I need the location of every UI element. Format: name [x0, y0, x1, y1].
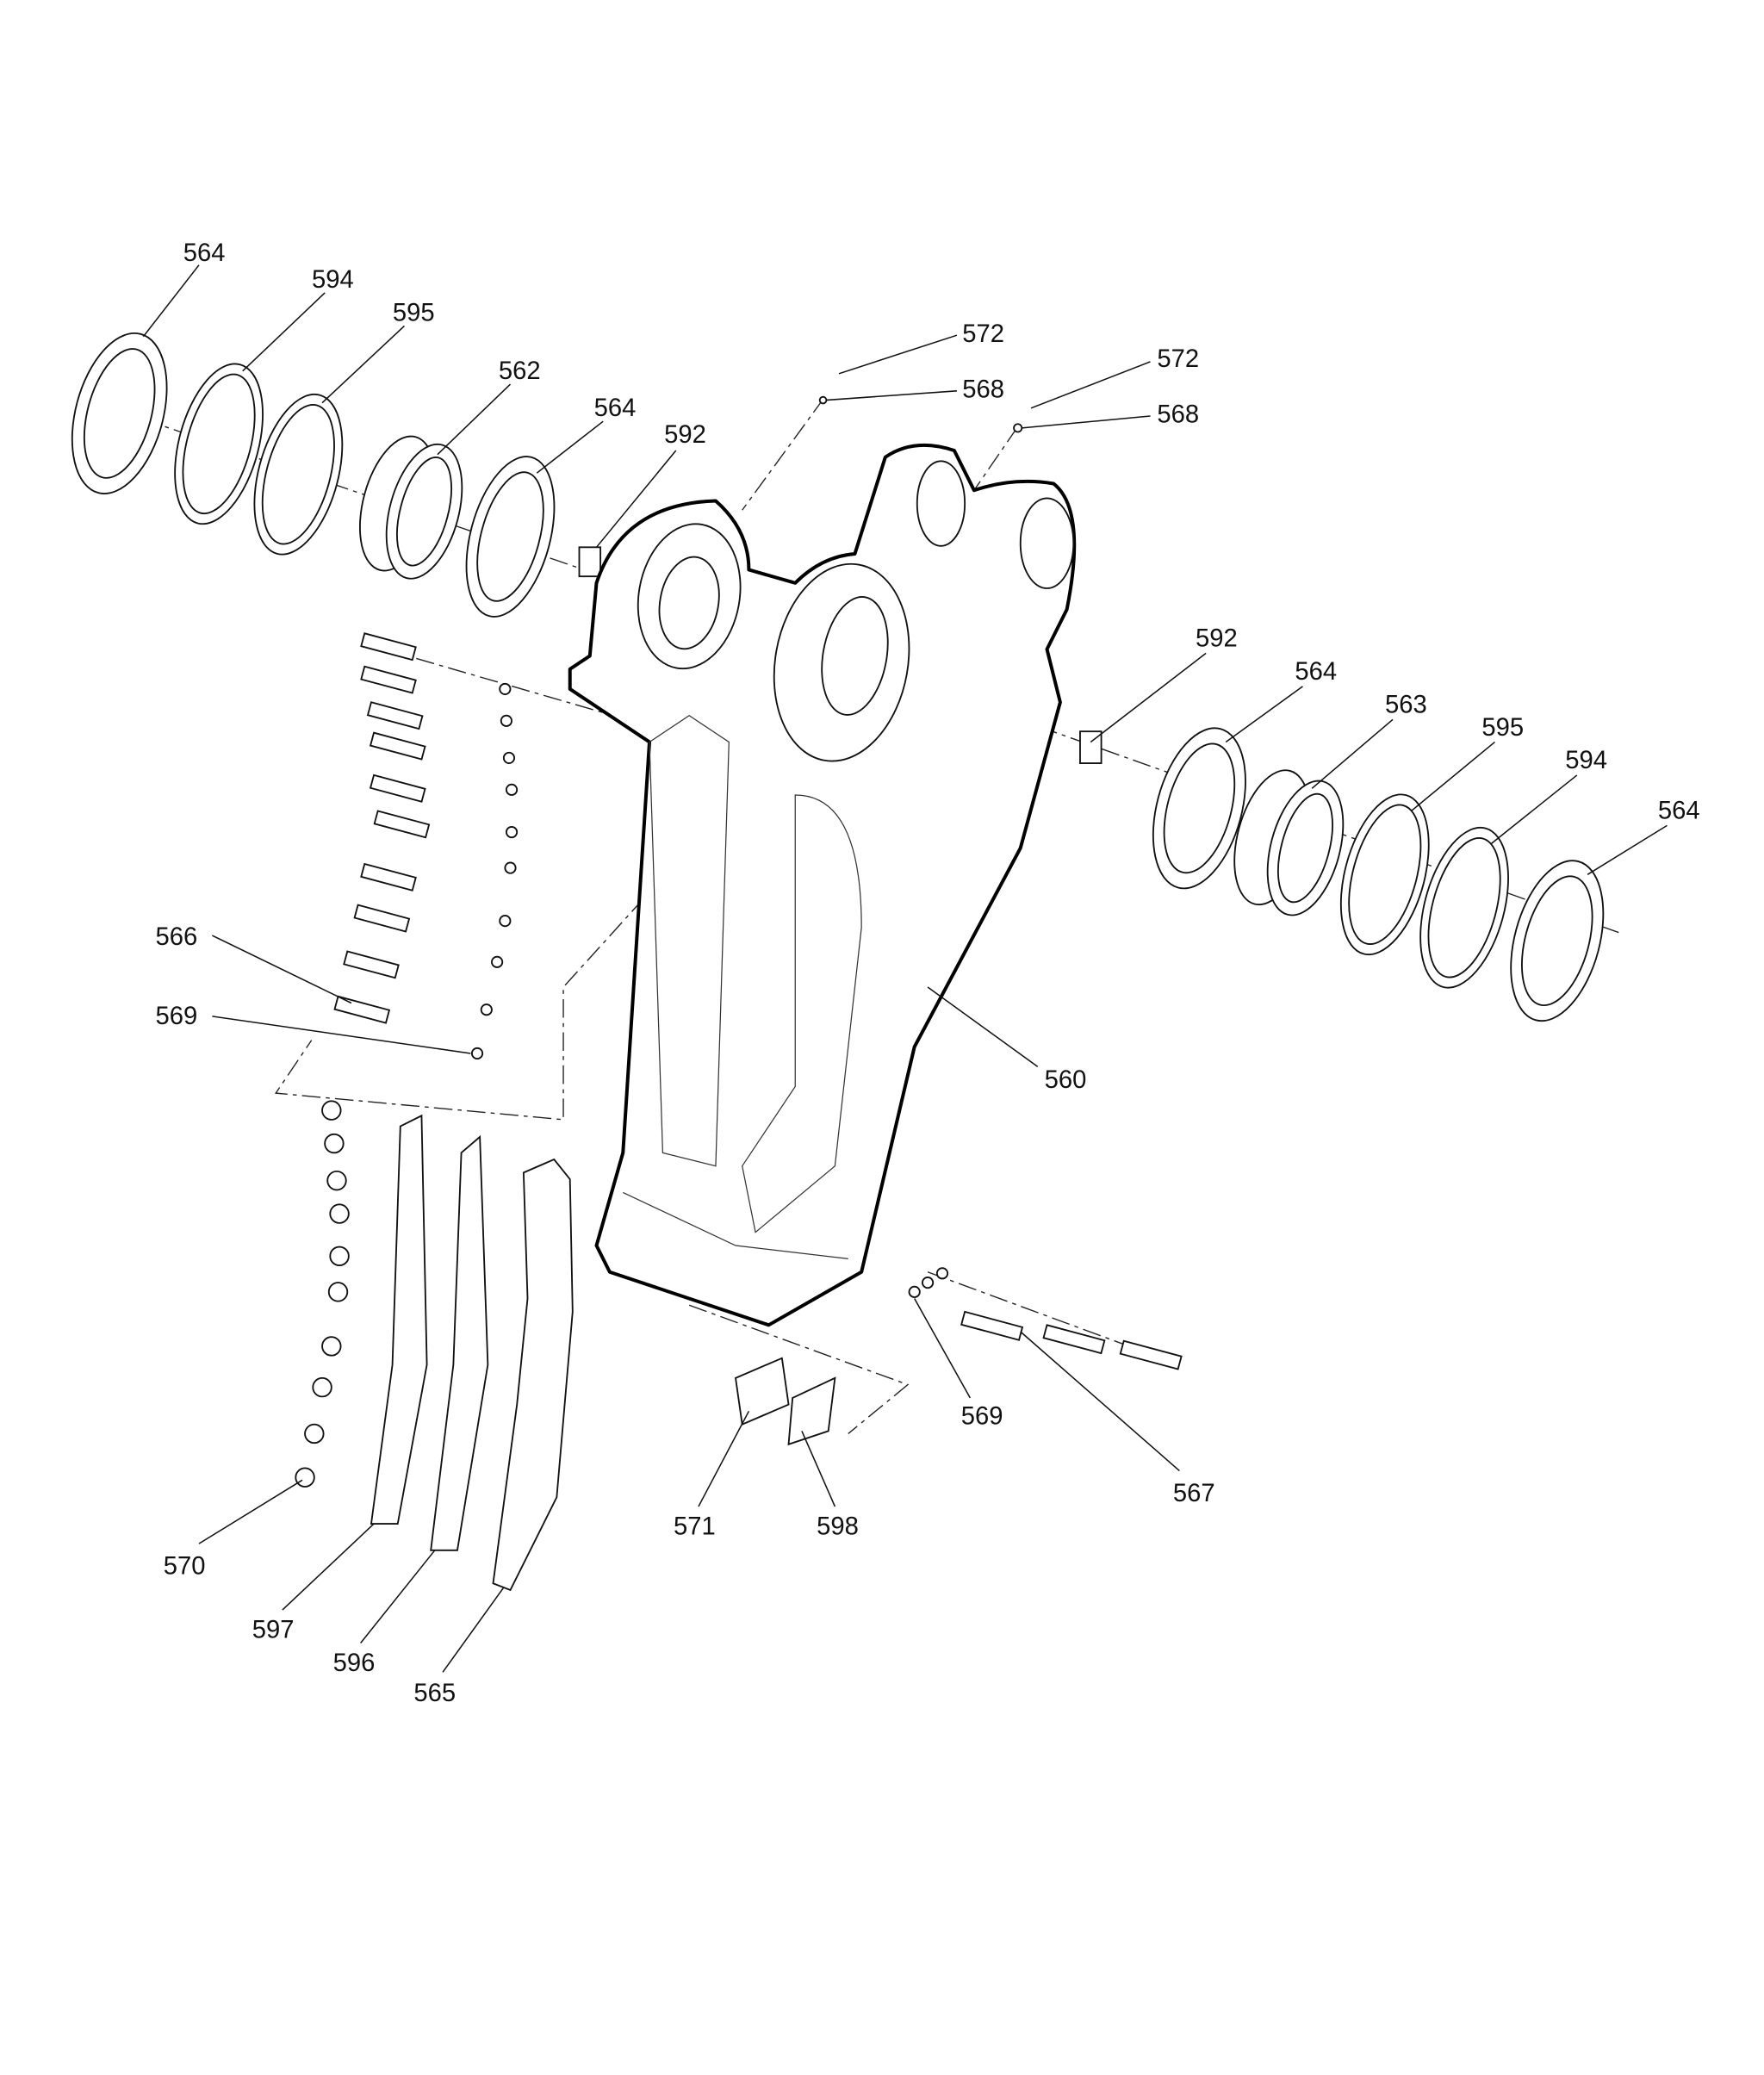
label-564: 564: [1658, 798, 1700, 825]
label-595: 595: [1481, 714, 1524, 742]
bolts-566-washers-569: [333, 632, 519, 1060]
label-562: 562: [499, 357, 541, 385]
label-592: 592: [664, 421, 706, 449]
label-592: 592: [1196, 625, 1238, 653]
label-572: 572: [962, 320, 1004, 348]
label-560: 560: [1045, 1066, 1087, 1094]
label-565: 565: [413, 1680, 456, 1707]
main-body-560: [568, 443, 1077, 1327]
label-569: 569: [961, 1403, 1003, 1431]
shim-598: [787, 1376, 836, 1446]
label-567: 567: [1173, 1480, 1215, 1507]
label-566: 566: [155, 923, 197, 951]
label-564: 564: [1295, 658, 1337, 686]
label-568: 568: [962, 376, 1004, 403]
plate-592-left: [578, 546, 602, 578]
wear-strips: [295, 1100, 574, 1592]
plate-571: [735, 1357, 790, 1426]
wear-plate-565: [492, 1158, 574, 1592]
bottom-parts: [735, 395, 1183, 1446]
nuts-570: [295, 1100, 350, 1488]
label-563: 563: [1385, 692, 1427, 719]
label-594: 594: [1565, 747, 1607, 774]
left-bearing-stack: [71, 332, 602, 618]
label-596: 596: [333, 1649, 376, 1677]
bolt-567: [960, 1310, 1024, 1341]
label-597: 597: [252, 1616, 295, 1643]
label-570: 570: [164, 1553, 206, 1581]
label-568: 568: [1157, 401, 1199, 429]
label-569: 569: [155, 1003, 197, 1030]
label-594: 594: [312, 266, 354, 294]
shim-597: [370, 1114, 428, 1525]
leader-lines: [142, 264, 1668, 1673]
label-595: 595: [393, 299, 435, 326]
label-598: 598: [817, 1513, 859, 1540]
label-564: 564: [183, 239, 226, 267]
part-labels: 564 594 595 562 564 592 572 568 572 568 …: [155, 239, 1699, 1707]
right-bearing-stack: [1079, 727, 1605, 1022]
label-564: 564: [594, 394, 637, 422]
shim-596: [430, 1134, 489, 1551]
label-572: 572: [1157, 345, 1199, 373]
label-571: 571: [674, 1513, 716, 1540]
